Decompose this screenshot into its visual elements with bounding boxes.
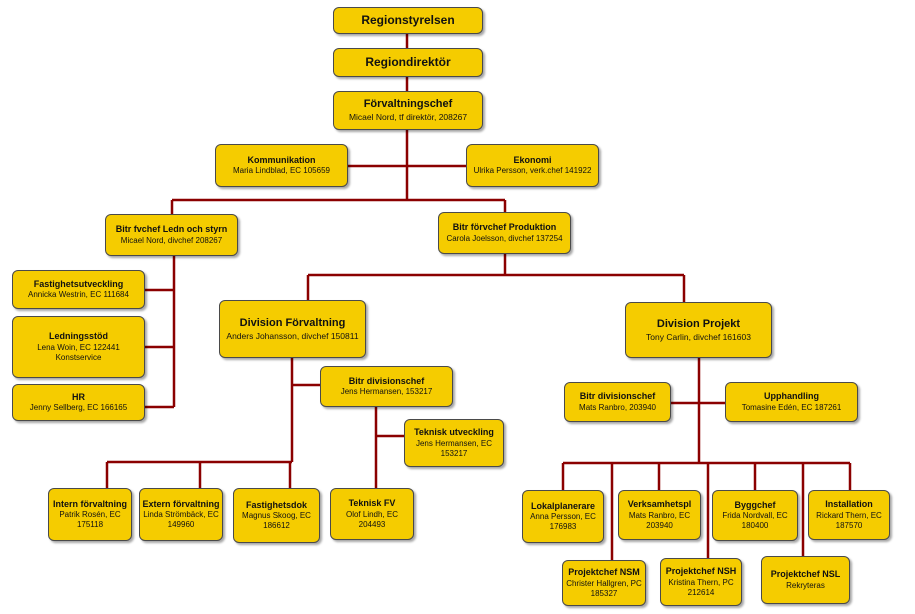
node-detail: Anna Persson, EC (530, 512, 596, 522)
node-detail: Mats Ranbro, 203940 (579, 402, 656, 412)
node-title: Installation (825, 499, 873, 510)
node-detail: Anders Johansson, divchef 150811 (226, 330, 359, 341)
node-title: Division Projekt (656, 317, 741, 330)
node-detail: Jens Hermansen, EC (415, 438, 493, 448)
node-detail: Annicka Westrin, EC 111684 (28, 290, 129, 300)
node-detail: Jenny Sellberg, EC 166165 (29, 403, 128, 413)
node-detail: Maria Lindblad, EC 105659 (233, 166, 330, 176)
node-detail: Rekryteras (786, 580, 825, 590)
node-detail: Lena Woin, EC 122441 (37, 342, 120, 352)
node-detail: 187570 (835, 520, 863, 530)
node-detail: Tomasine Edén, EC 187261 (741, 402, 842, 412)
node-title: Teknisk FV (348, 498, 396, 509)
node-title: Fastighetsdok (245, 499, 307, 510)
node-title: Kommunikation (247, 154, 316, 165)
node-title: Projektchef NSH (665, 566, 737, 577)
node-detail: Tony Carlin, divchef 161603 (646, 331, 751, 342)
node-detail: Mats Ranbro, EC (628, 510, 691, 520)
node-title: Extern förvaltning (142, 498, 220, 509)
node-detail: Patrik Rosén, EC (59, 510, 121, 520)
node-title: Bitr divisionschef (579, 391, 656, 402)
node-detail: Carola Joelsson, divchef 137254 (446, 233, 563, 243)
node-detail: 186612 (263, 521, 290, 531)
node-detail: 176983 (549, 522, 577, 532)
node-detail: Kristina Thern, PC (668, 577, 734, 587)
node-detail: Ulrika Persson, verk.chef 141922 (473, 166, 592, 176)
node-detail: 180400 (741, 521, 769, 531)
node-title: Lokalplanerare (530, 500, 596, 511)
node-title: Projektchef NSL (770, 569, 841, 580)
node-detail: Olof Lindh, EC (345, 509, 399, 519)
node-detail: Micael Nord, divchef 208267 (120, 235, 223, 245)
node-title: Projektchef NSM (568, 567, 640, 578)
node-title: Intern förvaltning (53, 498, 127, 509)
node-title: HR (72, 391, 85, 402)
node-title: Ledningsstöd (49, 331, 108, 342)
node-detail: Linda Strömbäck, EC (143, 510, 219, 520)
node-detail: Christer Hallgren, PC (566, 578, 642, 588)
node-title: Byggchef (734, 499, 776, 510)
node-detail: 212614 (687, 587, 715, 597)
node-title: Upphandling (764, 391, 819, 402)
node-title: Division Förvaltning (239, 316, 346, 329)
node-detail: Rickard Thern, EC (816, 510, 882, 520)
node-detail: Jens Hermansen, 153217 (340, 387, 433, 397)
node-detail: 153217 (440, 448, 468, 458)
node-title: Regiondirektör (365, 55, 451, 69)
node-detail: 203940 (646, 520, 673, 530)
node-regionstyrelsen: Regionstyrelsen (333, 7, 483, 34)
node-detail: 185327 (590, 588, 618, 598)
node-title: Förvaltningschef (363, 98, 453, 111)
node-detail: 149960 (167, 520, 195, 530)
node-detail: Micael Nord, tf direktör, 208267 (348, 112, 468, 123)
node-title: Ekonomi (513, 154, 552, 165)
node-title: Verksamhetspl (627, 499, 692, 510)
node-detail: Frida Nordvall, EC (722, 511, 788, 521)
node-detail: 175118 (76, 520, 104, 530)
node-title: Fastighetsutveckling (33, 278, 124, 289)
node-regiondirektor: Regiondirektör (333, 48, 483, 77)
node-title: Bitr fvchef Ledn och styrn (115, 224, 228, 235)
node-detail: Konstservice (55, 352, 102, 362)
node-title: Bitr förvchef Produktion (452, 222, 557, 233)
node-detail: 204493 (358, 519, 386, 529)
node-title: Teknisk utveckling (414, 427, 494, 438)
node-title: Bitr divisionschef (348, 375, 425, 386)
node-detail: Magnus Skoog, EC (242, 511, 311, 521)
node-title: Regionstyrelsen (361, 13, 455, 27)
